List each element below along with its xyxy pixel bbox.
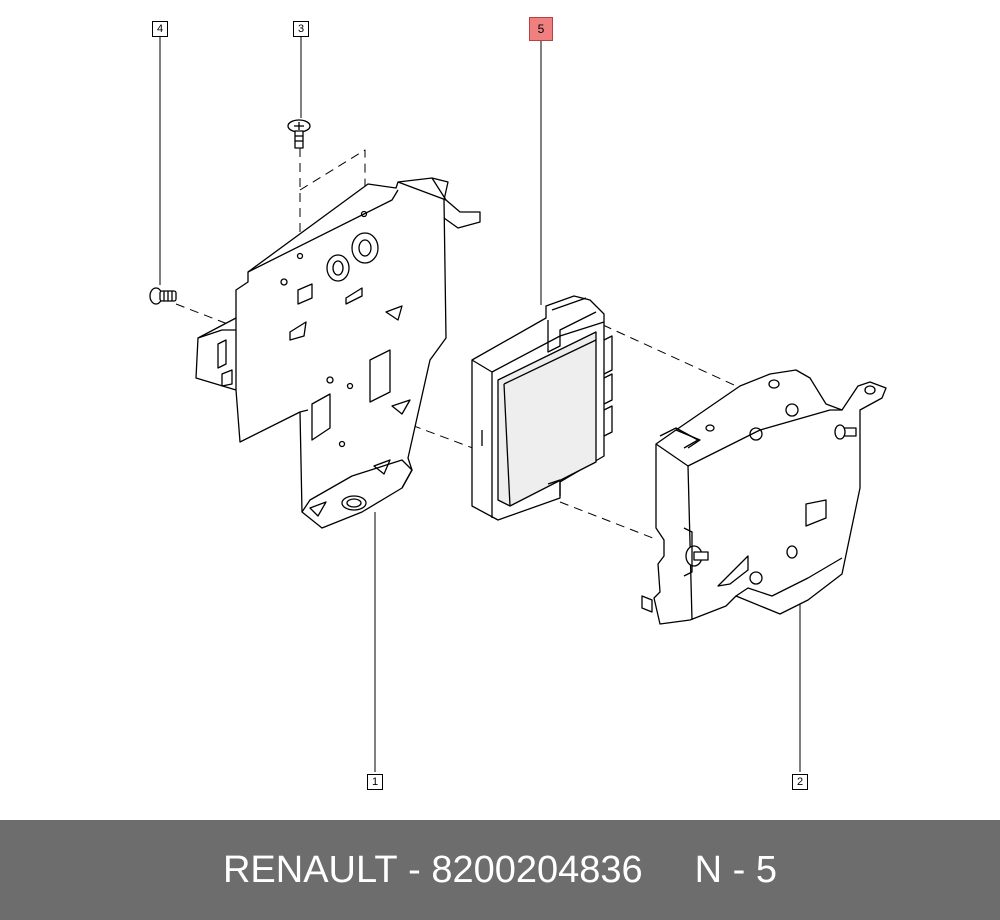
callout-1: 1 xyxy=(367,774,383,790)
control-unit-part-5 xyxy=(471,295,613,521)
brand-name: RENAULT xyxy=(222,848,398,891)
bracket-part-1 xyxy=(195,177,481,529)
callout-2: 2 xyxy=(792,774,808,790)
screw-part-3 xyxy=(287,119,311,149)
reference-number: 5 xyxy=(755,848,778,891)
callout-5-highlighted: 5 xyxy=(529,17,553,41)
leader-lines xyxy=(159,37,801,772)
bracket-part-2 xyxy=(641,369,887,625)
parts-diagram: 4 3 5 1 2 xyxy=(149,17,887,790)
reference-prefix: N - xyxy=(694,848,756,891)
callout-4: 4 xyxy=(152,21,168,37)
callout-3: 3 xyxy=(293,21,309,37)
footer-separator: - xyxy=(397,848,432,891)
bolt-part-4 xyxy=(149,287,177,305)
exploded-view-drawing xyxy=(149,37,887,772)
part-number: 8200204836 xyxy=(431,848,643,891)
part-info-footer: RENAULT - 8200204836 N - 5 xyxy=(0,820,1000,920)
